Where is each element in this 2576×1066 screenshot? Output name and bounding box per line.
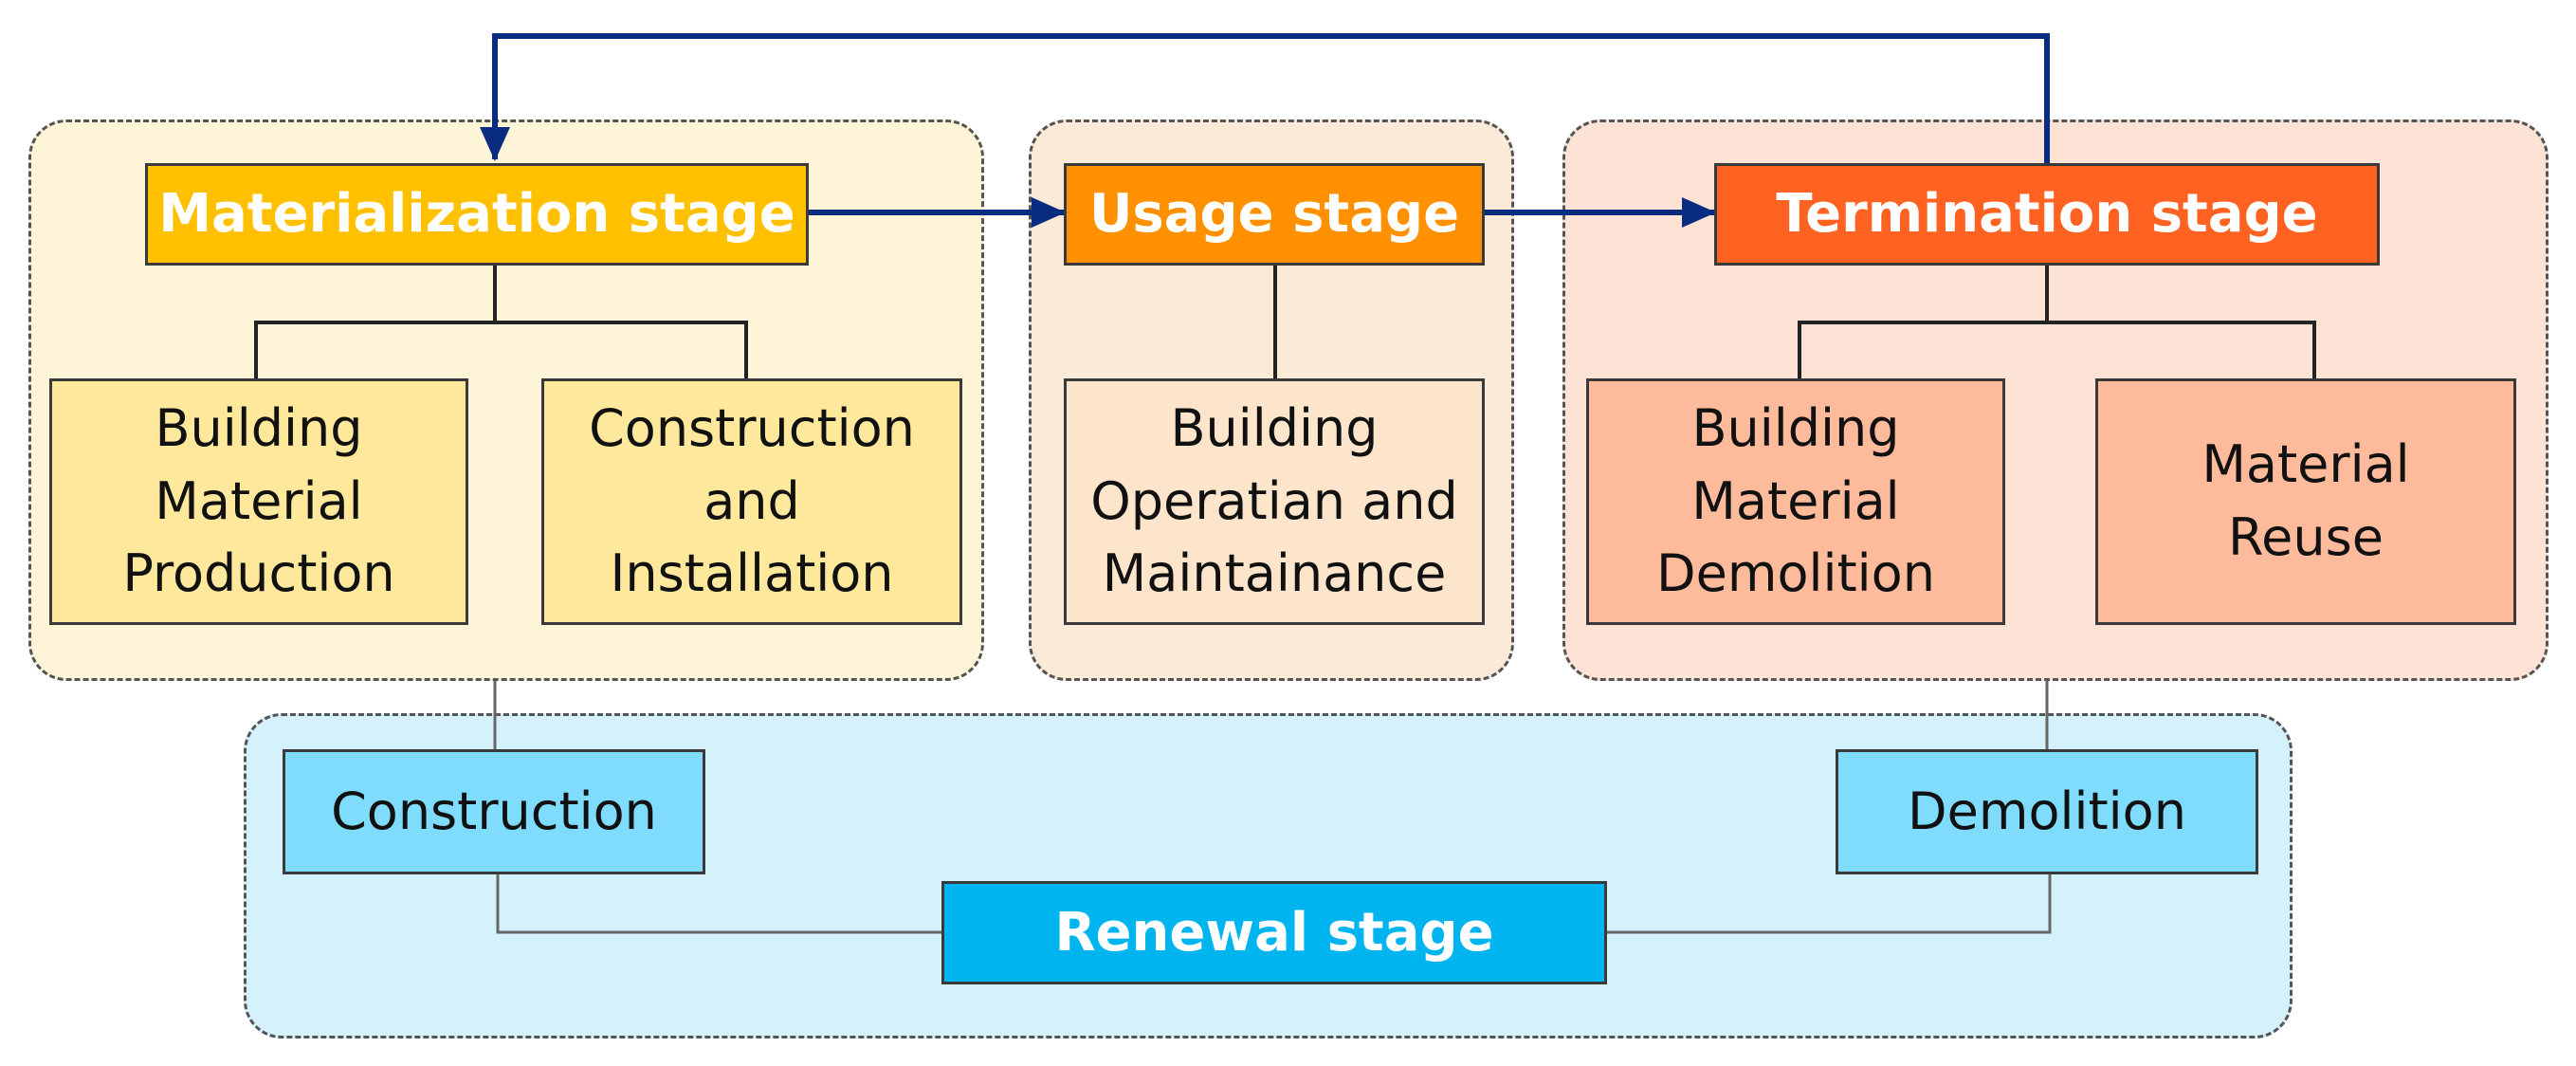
renewal-stage-header: Renewal stage [941, 881, 1607, 984]
flow-arrows [480, 33, 2050, 228]
termination-tree-connector [1798, 266, 2316, 378]
renewal-connector [493, 681, 2052, 934]
building-operation-and-maintenance-box: Building Operatian and Maintainance [1064, 378, 1485, 625]
building-material-demolition-box: Building Material Demolition [1586, 378, 2005, 625]
usage-stage-header: Usage stage [1064, 163, 1485, 266]
material-reuse-box: Material Reuse [2095, 378, 2516, 625]
construction-and-installation-box: Construction and Installation [541, 378, 962, 625]
termination-stage-header: Termination stage [1714, 163, 2380, 266]
renewal-demolition-box: Demolition [1836, 749, 2258, 874]
renewal-construction-box: Construction [283, 749, 705, 874]
materialization-stage-header: Materialization stage [145, 163, 809, 266]
materialization-tree-connector [254, 266, 748, 378]
arrow-termination-to-materialization [480, 33, 2050, 163]
building-material-production-box: Building Material Production [49, 378, 468, 625]
